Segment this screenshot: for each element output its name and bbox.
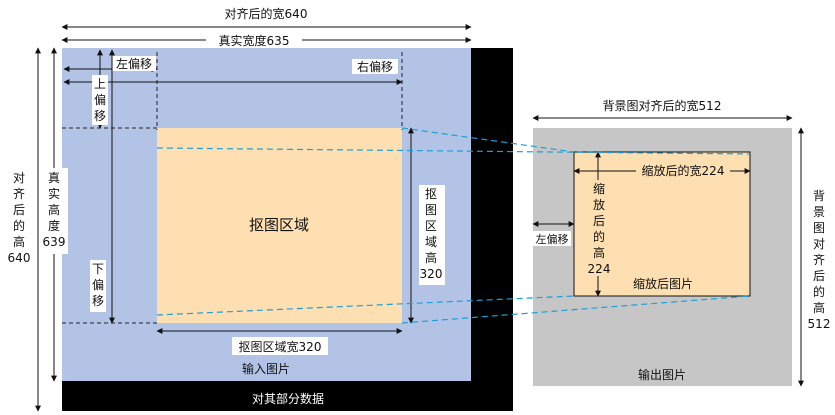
- bg-height-char-2: 景: [813, 205, 825, 219]
- aligned-width-label: 对齐后的宽640: [225, 6, 308, 21]
- out-left-offset-label: 左偏移: [536, 232, 569, 246]
- projection-line-bottom-right: [401, 295, 751, 324]
- real-height-char-3: 高: [48, 202, 60, 217]
- aligned-height-char-2: 齐: [13, 186, 25, 201]
- output-image-label: 输出图片: [638, 367, 686, 382]
- input-image-label: 输入图片: [242, 361, 290, 376]
- aligned-height-value: 640: [8, 251, 31, 265]
- crop-height-value: 320: [420, 267, 443, 281]
- scaled-height-char-1: 缩: [593, 181, 605, 196]
- top-offset-char-2: 偏: [94, 92, 106, 107]
- bg-height-char-4: 对: [813, 237, 825, 251]
- scaled-height-char-4: 的: [593, 229, 605, 244]
- crop-height-char-3: 区: [425, 219, 437, 233]
- real-height-char-4: 度: [48, 218, 60, 233]
- bg-height-char-5: 齐: [813, 252, 825, 267]
- top-offset-char-1: 上: [94, 77, 106, 91]
- projection-line-top-right: [401, 127, 575, 153]
- crop-region: [157, 128, 402, 323]
- aligned-height-char-1: 对: [13, 171, 25, 185]
- scaled-height-char-2: 放: [593, 197, 605, 212]
- scaled-width-label: 缩放后的宽224: [642, 163, 725, 178]
- projection-line-top-left: [156, 147, 751, 155]
- bg-height-char-7: 的: [813, 284, 825, 299]
- bg-width-label: 背景图对齐后的宽512: [603, 98, 722, 113]
- left-offset-label: 左偏移: [116, 56, 152, 71]
- bottom-offset-char-3: 移: [92, 294, 104, 308]
- scaled-image-label: 缩放后图片: [633, 276, 693, 291]
- aligned-height-char-4: 的: [13, 218, 25, 233]
- real-height-char-2: 实: [48, 186, 60, 201]
- scaled-height-char-3: 后: [593, 214, 605, 228]
- bg-height-value: 512: [808, 317, 831, 331]
- bg-height-char-6: 后: [813, 269, 825, 283]
- bg-height-char-8: 高: [813, 300, 825, 315]
- aligned-height-char-3: 后: [13, 203, 25, 217]
- crop-height-char-1: 抠: [425, 187, 437, 201]
- crop-height-char-2: 图: [425, 203, 437, 217]
- real-height-value: 639: [43, 235, 66, 249]
- bg-height-char-3: 图: [813, 221, 825, 235]
- crop-height-char-5: 高: [425, 250, 437, 265]
- crop-width-label: 抠图区域宽320: [239, 339, 322, 354]
- aligned-height-char-5: 高: [13, 234, 25, 249]
- padding-data-label: 对其部分数据: [252, 391, 324, 406]
- crop-region-label: 抠图区域: [249, 216, 309, 234]
- real-width-label: 真实宽度635: [219, 33, 290, 48]
- crop-height-char-4: 域: [425, 235, 437, 249]
- real-height-char-1: 真: [48, 171, 60, 185]
- bottom-offset-char-1: 下: [92, 262, 104, 276]
- top-offset-char-3: 移: [94, 109, 106, 123]
- bottom-offset-char-2: 偏: [92, 277, 104, 292]
- scaled-height-char-5: 高: [593, 245, 605, 260]
- scaled-height-value: 224: [588, 262, 611, 276]
- right-offset-label: 右偏移: [357, 59, 393, 74]
- bg-height-char-1: 背: [813, 189, 825, 203]
